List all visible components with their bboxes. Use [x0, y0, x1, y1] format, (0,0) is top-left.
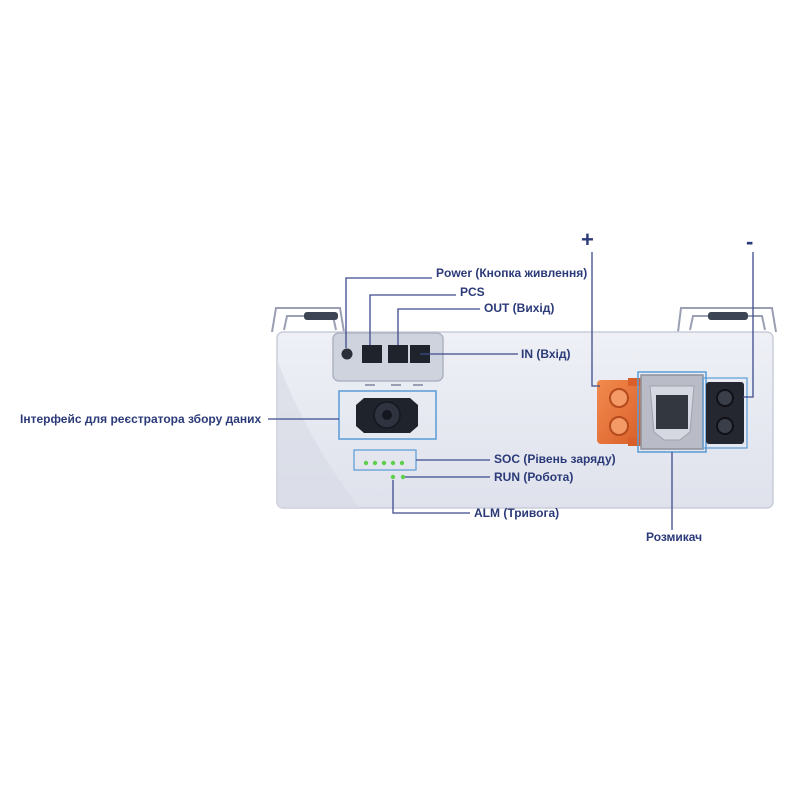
- label-out: OUT (Вихід): [484, 301, 555, 315]
- label-power: Power (Кнопка живлення): [436, 266, 588, 280]
- negative-sign: -: [746, 229, 754, 254]
- label-pcs: PCS: [460, 285, 485, 299]
- negative-terminal-icon[interactable]: [706, 382, 744, 444]
- label-in: IN (Вхід): [521, 347, 571, 361]
- label-breaker: Розмикач: [646, 530, 703, 544]
- data-interface-box: [338, 390, 437, 440]
- positive-terminal-icon[interactable]: [597, 380, 641, 444]
- power-button-icon[interactable]: [341, 348, 353, 360]
- pcs-port[interactable]: [362, 345, 382, 363]
- leader-lines: [268, 252, 754, 530]
- port-marks: [365, 384, 423, 386]
- left-handle-grip: [304, 312, 338, 320]
- alm-led: [390, 474, 396, 480]
- negative-terminal-box: [702, 377, 748, 449]
- battery-body-shading: [277, 360, 360, 508]
- run-led: [400, 474, 406, 480]
- out-port[interactable]: [388, 345, 408, 363]
- label-data-interface: Інтерфейс для реєстратора збору даних: [20, 412, 262, 426]
- soc-leds: [363, 460, 405, 466]
- label-alm: ALM (Тривога): [474, 506, 560, 520]
- positive-sign: +: [581, 227, 594, 252]
- label-soc: SOC (Рівень заряду): [494, 452, 616, 466]
- right-handle-grip: [708, 312, 748, 320]
- label-run: RUN (Робота): [494, 470, 574, 484]
